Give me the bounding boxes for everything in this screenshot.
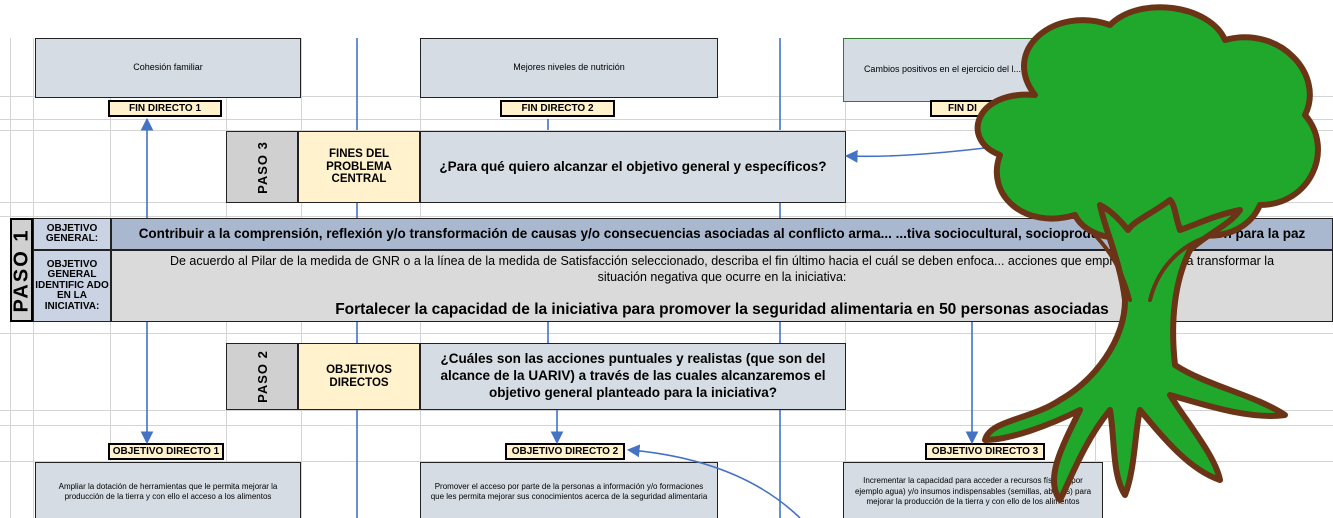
paso-1-label: PASO 1 [10, 218, 33, 322]
fines-problema-central-label: FINES DEL PROBLEMA CENTRAL [298, 131, 420, 203]
objetivo-directo-1-tag: OBJETIVO DIRECTO 1 [108, 443, 224, 460]
paso-2-label: PASO 2 [226, 343, 298, 410]
objetivo-general-label: OBJETIVO GENERAL: [33, 218, 111, 250]
grid-line [0, 425, 1333, 426]
objetivo-identificado-main[interactable]: Fortalecer la capacidad de la iniciativa… [335, 301, 1109, 319]
paso-2-question: ¿Cuáles son las acciones puntuales y rea… [420, 343, 846, 410]
fin-directo-2-tag: FIN DIRECTO 2 [500, 100, 615, 117]
paso-3-label: PASO 3 [226, 131, 298, 203]
grid-line [0, 216, 1333, 217]
grid-line [0, 333, 1333, 334]
objetivo-directo-1-box[interactable]: Ampliar la dotación de herramientas que … [35, 462, 301, 518]
grid-line [0, 410, 1333, 411]
arrow-into-paso-3 [844, 147, 986, 163]
objetivo-directo-2-box[interactable]: Promover el acceso por parte de la perso… [420, 462, 718, 518]
objetivos-directos-label: OBJETIVOS DIRECTOS [298, 343, 420, 410]
paso-3-question: ¿Para qué quiero alcanzar el objetivo ge… [420, 131, 846, 203]
fin-directo-1-tag: FIN DIRECTO 1 [108, 100, 222, 117]
objetivo-directo-3-tag: OBJETIVO DIRECTO 3 [925, 443, 1045, 460]
grid-line [0, 130, 1333, 131]
objetivo-directo-2-tag: OBJETIVO DIRECTO 2 [505, 443, 625, 460]
fin-directo-2-text: Mejores niveles de nutrición [513, 62, 625, 73]
fin-directo-3-text: Cambios positivos en el ejercicio del l.… [863, 64, 1083, 75]
objetivo-identificado-label: OBJETIVO GENERAL IDENTIFIC ADO EN LA INI… [33, 250, 111, 322]
fin-directo-1-box[interactable]: Cohesión familiar [35, 38, 301, 98]
objetivo-identificado-description: De acuerdo al Pilar de la medida de GNR … [169, 254, 1275, 284]
fin-directo-2-box[interactable]: Mejores niveles de nutrición [420, 38, 718, 98]
fin-directo-1-text: Cohesión familiar [133, 62, 203, 73]
grid-line [0, 119, 1333, 120]
arrow-into-objetivo-2 [626, 444, 801, 518]
grid-line [0, 461, 1333, 462]
